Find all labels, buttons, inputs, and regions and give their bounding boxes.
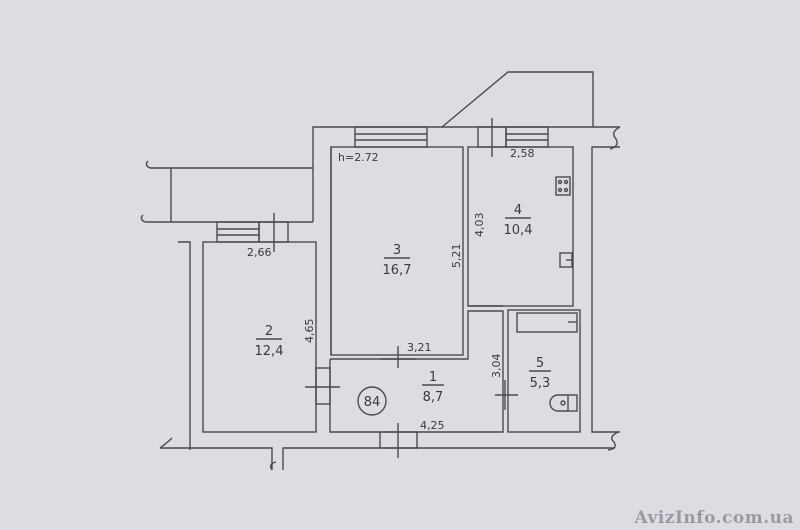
sink-icon bbox=[559, 252, 573, 268]
ceiling-height: h=2.72 bbox=[338, 151, 379, 164]
svg-text:1: 1 bbox=[429, 370, 437, 385]
balcony bbox=[441, 71, 594, 128]
watermark: AvizInfo.com.ua bbox=[634, 508, 794, 528]
svg-text:5,3: 5,3 bbox=[530, 376, 551, 391]
window bbox=[477, 118, 549, 157]
dimension-room2-depth: 4,65 bbox=[303, 319, 316, 344]
dimension-room4-width: 2,58 bbox=[510, 147, 535, 160]
svg-text:8,7: 8,7 bbox=[423, 390, 444, 405]
svg-text:12,4: 12,4 bbox=[255, 344, 284, 359]
dimension-room1-depth: 3,04 bbox=[490, 354, 503, 379]
svg-text:4: 4 bbox=[514, 203, 522, 218]
room-label-2: 2 12,4 bbox=[255, 324, 284, 359]
stove-icon bbox=[555, 176, 571, 196]
dimension-room3-width: 3,21 bbox=[407, 341, 432, 354]
room-5 bbox=[507, 309, 581, 433]
apartment-number-badge: 84 bbox=[357, 386, 387, 416]
window bbox=[216, 213, 289, 252]
walls bbox=[140, 71, 621, 471]
svg-text:5: 5 bbox=[536, 356, 544, 371]
toilet-icon bbox=[549, 394, 578, 412]
room-label-5: 5 5,3 bbox=[529, 356, 551, 391]
dimension-room1-width: 4,25 bbox=[420, 419, 445, 432]
bathtub-icon bbox=[516, 312, 578, 333]
window bbox=[354, 126, 428, 148]
svg-text:16,7: 16,7 bbox=[383, 263, 412, 278]
svg-text:3: 3 bbox=[393, 243, 401, 258]
dimension-room2-width: 2,66 bbox=[247, 246, 272, 259]
svg-text:10,4: 10,4 bbox=[504, 223, 533, 238]
dimension-room4-depth: 4,03 bbox=[473, 213, 486, 238]
svg-text:84: 84 bbox=[364, 395, 381, 410]
doors bbox=[305, 305, 518, 458]
dimension-room3-depth: 5,21 bbox=[450, 244, 463, 269]
room-2 bbox=[202, 241, 317, 433]
svg-text:2: 2 bbox=[265, 324, 273, 339]
room-label-1: 1 8,7 bbox=[422, 370, 444, 405]
room-label-3: 3 16,7 bbox=[383, 243, 412, 278]
room-1 bbox=[329, 310, 504, 433]
room-label-4: 4 10,4 bbox=[504, 203, 533, 238]
